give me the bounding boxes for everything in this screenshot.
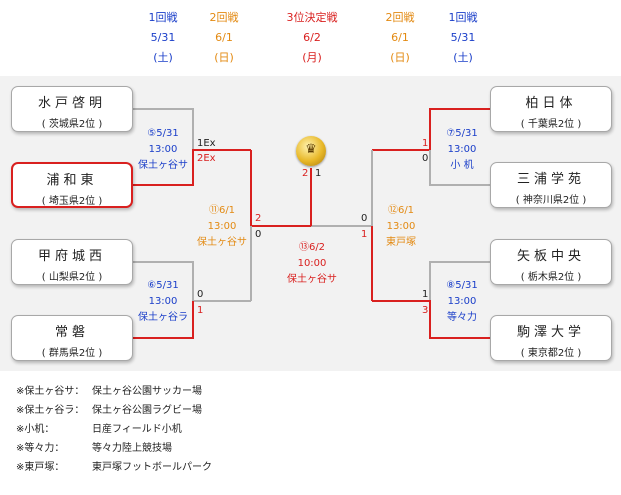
note-row: ※保土ヶ谷サ：保土ヶ谷公園サッカー場 [16,386,202,397]
score-urawa: 2Ex [197,153,216,164]
note-row: ※東戸塚：東戸塚フットボールパーク [16,462,212,473]
team-name: 浦和東 [46,173,98,188]
score-komazawa: 3 [422,305,429,316]
team-card-joban[interactable]: 常磐 ( 群馬県2位 ) [11,315,133,361]
score-mito: 1Ex [197,138,216,149]
score-final-left: 2 [302,168,309,179]
trophy-icon: ♛ [296,136,326,166]
score-m11-bottom: 0 [255,229,262,240]
team-card-miura[interactable]: 三浦学苑 ( 神奈川県2位 ) [490,162,612,208]
score-miura: 0 [422,153,429,164]
score-m12-bottom: 1 [361,229,368,240]
line-joban [133,301,194,339]
team-card-urawa[interactable]: 浦和東 ( 埼玉県2位 ) [11,162,133,208]
score-yaita: 1 [422,289,429,300]
team-prefecture: ( 千葉県2位 ) [520,119,582,130]
venue-notes: ※保土ヶ谷サ：保土ヶ谷公園サッカー場 ※保土ヶ谷ラ：保土ヶ谷公園ラグビー場 ※小… [16,382,212,477]
team-prefecture: ( 山梨県2位 ) [41,272,103,283]
team-card-kashiwa[interactable]: 柏日体 ( 千葉県2位 ) [490,86,612,132]
line-miura [429,150,490,186]
team-name: 三浦学苑 [516,172,585,187]
team-prefecture: ( 埼玉県2位 ) [41,196,103,207]
score-m12-top: 0 [361,213,368,224]
score-final-right: 1 [315,168,322,179]
team-card-mito[interactable]: 水戸啓明 ( 茨城県2位 ) [11,86,133,132]
team-card-komazawa[interactable]: 駒澤大学 ( 東京都2位 ) [490,315,612,361]
team-prefecture: ( 栃木県2位 ) [520,272,582,283]
team-name: 柏日体 [525,96,577,111]
line-komazawa [372,300,490,339]
score-joban: 1 [197,305,204,316]
line-kashiwa [372,108,490,151]
line-mito [133,108,194,150]
score-m11-top: 2 [255,213,262,224]
note-row: ※保土ヶ谷ラ：保土ヶ谷公園ラグビー場 [16,405,202,416]
team-card-kofu[interactable]: 甲府城西 ( 山梨県2位 ) [11,239,133,285]
team-prefecture: ( 神奈川県2位 ) [515,195,587,206]
line-yaita [429,261,490,301]
score-kofu: 0 [197,289,204,300]
team-name: 甲府城西 [37,249,106,264]
note-row: ※等々力：等々力陸上競技場 [16,443,172,454]
team-name: 水戸啓明 [37,96,106,111]
team-prefecture: ( 群馬県2位 ) [41,348,103,359]
team-prefecture: ( 茨城県2位 ) [41,119,103,130]
team-name: 矢板中央 [516,249,585,264]
team-card-yaita[interactable]: 矢板中央 ( 栃木県2位 ) [490,239,612,285]
score-kashiwa: 1 [422,138,429,149]
line-urawa [133,149,251,186]
team-prefecture: ( 東京都2位 ) [520,348,582,359]
line-kofu [133,261,251,302]
note-row: ※小机：日産フィールド小机 [16,424,182,435]
team-name: 駒澤大学 [516,325,585,340]
team-name: 常磐 [54,325,89,340]
